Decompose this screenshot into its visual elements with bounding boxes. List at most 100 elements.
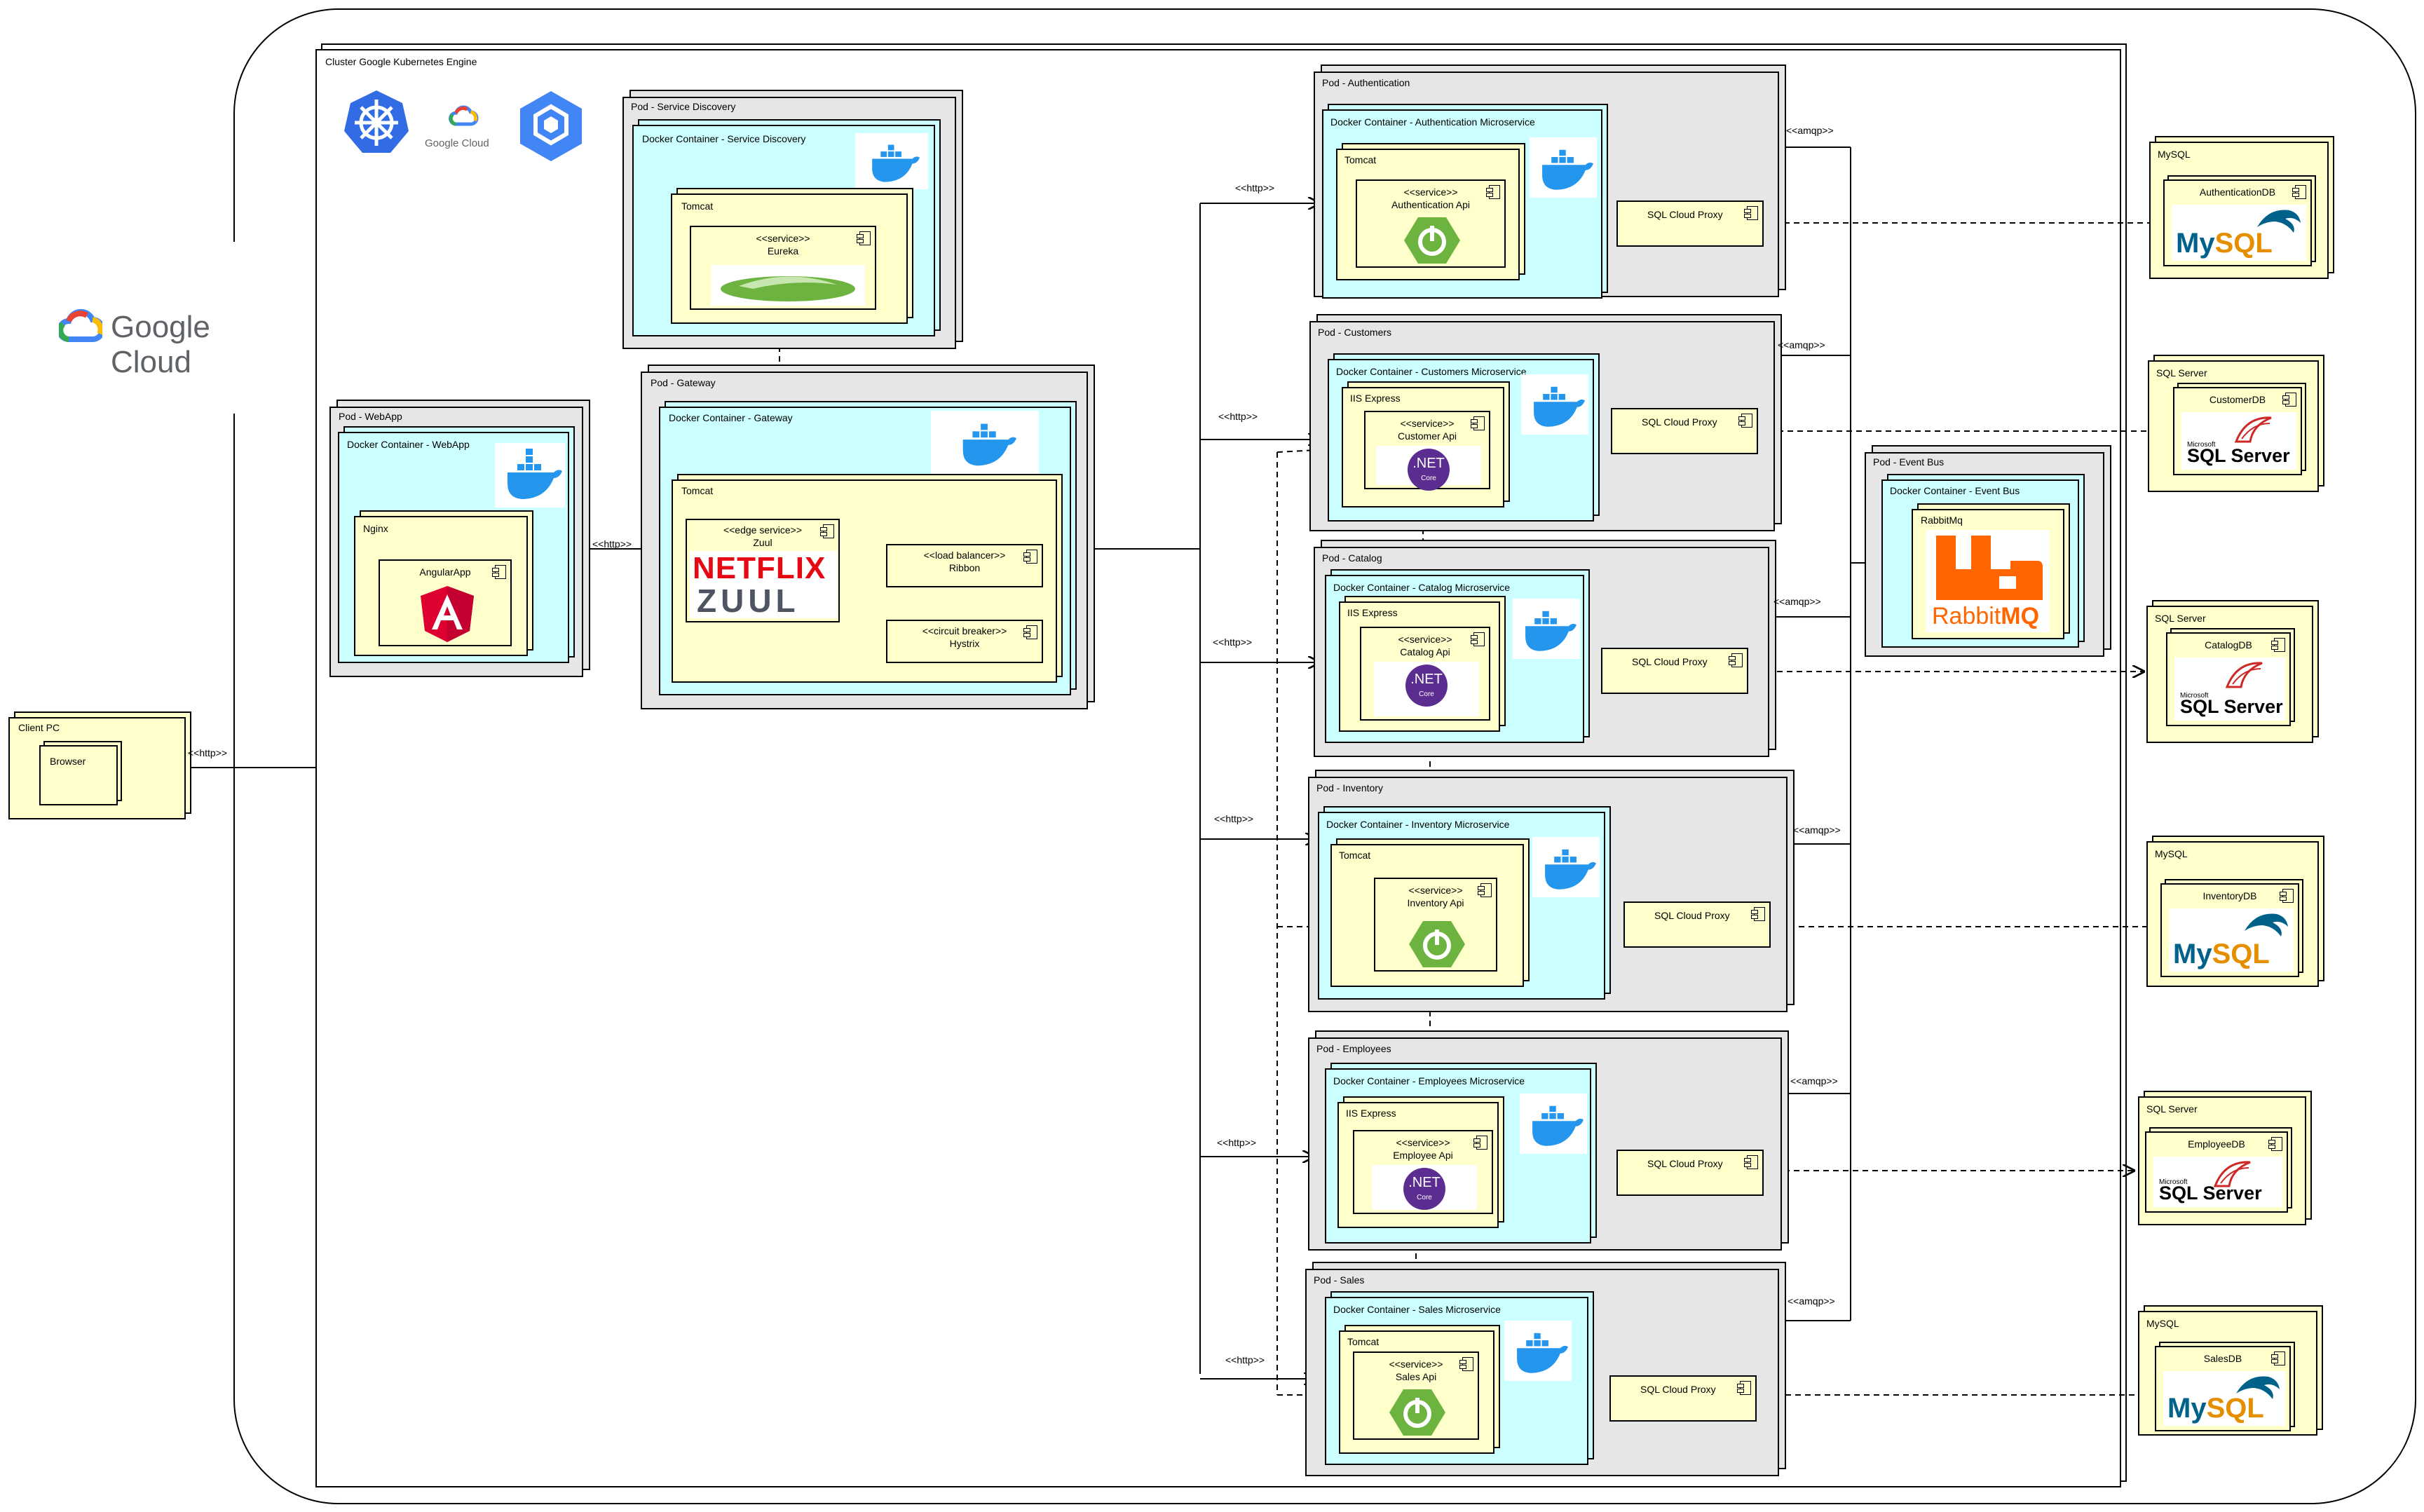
component-icon — [1023, 625, 1037, 639]
sqlserver-icon — [2211, 1158, 2253, 1189]
database-engine-label: SQL Server — [2146, 1103, 2198, 1115]
hystrix-stereotype: <<circuit breaker>> — [922, 625, 1007, 636]
dolphin-icon — [2233, 1373, 2282, 1401]
spring-icon — [1388, 1388, 1447, 1437]
container-title: Docker Container - Employees Microservic… — [1333, 1075, 1525, 1087]
docker-icon — [1521, 374, 1588, 435]
mysql-text: MySQL — [2176, 228, 2273, 259]
ribbon-component: <<load balancer>> Ribbon — [886, 544, 1043, 587]
database-name-label: AuthenticationDB — [2199, 186, 2276, 198]
zuul-component: <<edge service>> Zuul NETFLIX ZUUL — [686, 519, 840, 622]
client-pc-title: Client PC — [18, 722, 60, 733]
eureka-icon — [711, 265, 865, 306]
http-label: <<http>> — [1218, 411, 1258, 422]
mysql-sql: SQL — [2214, 228, 2273, 259]
server-label: Tomcat — [1344, 154, 1377, 165]
dotnet-text: .NET — [1410, 672, 1443, 687]
core-text: Core — [1421, 475, 1436, 482]
component-icon — [1744, 206, 1758, 220]
api-label: Authentication Api — [1391, 199, 1471, 210]
core-text: Core — [1417, 1194, 1432, 1201]
mysql-my: My — [2167, 1393, 2207, 1424]
tomcat-discovery-label: Tomcat — [681, 200, 714, 212]
rabbitmq-text: RabbitMQ — [1932, 603, 2039, 630]
sql-cloud-proxy: SQL Cloud Proxy — [1623, 901, 1771, 948]
api-label: Employee Api — [1393, 1150, 1453, 1161]
core-text: Core — [1419, 690, 1434, 698]
database-component: AuthenticationDB MySQL — [2163, 179, 2312, 266]
amqp-label: <<amqp>> — [1788, 1295, 1835, 1307]
container-event-bus-title: Docker Container - Event Bus — [1890, 485, 2020, 496]
server-label: IIS Express — [1347, 607, 1398, 618]
container-gateway-title: Docker Container - Gateway — [669, 412, 793, 423]
http-label: <<http>> — [1235, 182, 1275, 193]
angular-app-label: AngularApp — [419, 566, 471, 578]
sql-cloud-proxy: SQL Cloud Proxy — [1611, 408, 1758, 454]
nginx-label: Nginx — [363, 523, 388, 534]
api-stereotype: <<service>> — [1403, 186, 1458, 198]
pod-webapp-title: Pod - WebApp — [339, 411, 402, 422]
rabbitmq-logo: RabbitMQ — [1926, 530, 2050, 632]
http-label: <<http>> — [1225, 1354, 1265, 1365]
container-webapp-title: Docker Container - WebApp — [347, 439, 470, 450]
outer-frame — [233, 8, 2416, 1504]
mysql-logo: MySQL — [2163, 1371, 2285, 1426]
rabbit-text: Rabbit — [1932, 603, 2001, 629]
sql-cloud-proxy: SQL Cloud Proxy — [1616, 1150, 1764, 1196]
dotnet-icon: .NET Core — [1405, 665, 1448, 707]
kubernetes-icon — [343, 88, 409, 154]
dotnet-icon: .NET Core — [1403, 1168, 1445, 1210]
container-title: Docker Container - Catalog Microservice — [1333, 582, 1511, 593]
container-title: Docker Container - Authentication Micros… — [1330, 116, 1535, 128]
api-stereotype: <<service>> — [1389, 1358, 1443, 1370]
mq-text: MQ — [2001, 603, 2040, 629]
mysql-text: MySQL — [2167, 1393, 2264, 1424]
rabbitmq-label: RabbitMq — [1921, 515, 1963, 526]
google-cloud-text: Google Cloud — [111, 310, 210, 379]
ribbon-stereotype: <<load balancer>> — [923, 550, 1006, 561]
netflix-zuul-logo: NETFLIX ZUUL — [690, 551, 837, 619]
database-engine-label: SQL Server — [2155, 613, 2206, 624]
mysql-logo: MySQL — [2172, 205, 2306, 261]
dotnet-text: .NET — [1408, 1175, 1441, 1190]
sql-cloud-proxy: SQL Cloud Proxy — [1616, 200, 1764, 247]
zuul-label: Zuul — [753, 537, 772, 548]
docker-icon — [1504, 1321, 1572, 1381]
component-icon — [2271, 1351, 2285, 1365]
component-icon — [857, 231, 871, 245]
container-discovery-title: Docker Container - Service Discovery — [642, 133, 806, 144]
tomcat-gateway-label: Tomcat — [681, 485, 714, 496]
http-label: <<http>> — [1217, 1137, 1257, 1148]
database-engine-label: MySQL — [2158, 149, 2191, 160]
component-icon — [1751, 907, 1765, 921]
api-component: <<service>>Authentication Api — [1356, 179, 1506, 268]
sql-cloud-proxy: SQL Cloud Proxy — [1601, 648, 1748, 694]
eureka-stereotype: <<service>> — [756, 233, 810, 244]
database-name-label: CatalogDB — [2205, 639, 2252, 651]
component-icon — [1486, 185, 1500, 199]
sqlserver-text: SQL Server — [2159, 1183, 2262, 1204]
eureka-label: Eureka — [767, 245, 799, 257]
mysql-my: My — [2173, 939, 2212, 969]
amqp-label: <<amqp>> — [1790, 1075, 1838, 1087]
frame-gap — [229, 242, 240, 414]
proxy-label: SQL Cloud Proxy — [1647, 1158, 1723, 1169]
rabbitmq-icon — [1936, 536, 2043, 600]
database-engine-label: MySQL — [2155, 848, 2188, 859]
mysql-logo: MySQL — [2169, 908, 2294, 972]
component-icon — [1473, 1136, 1487, 1150]
docker-icon — [1530, 137, 1597, 198]
browser-label: Browser — [50, 756, 86, 767]
pod-title: Pod - Employees — [1316, 1043, 1391, 1054]
api-label: Sales Api — [1395, 1371, 1437, 1382]
pod-gateway-title: Pod - Gateway — [651, 377, 716, 388]
microsoft-text: Microsoft — [2159, 1178, 2188, 1186]
zuul-stereotype: <<edge service>> — [723, 524, 803, 536]
http-label: <<http>> — [1214, 813, 1254, 824]
